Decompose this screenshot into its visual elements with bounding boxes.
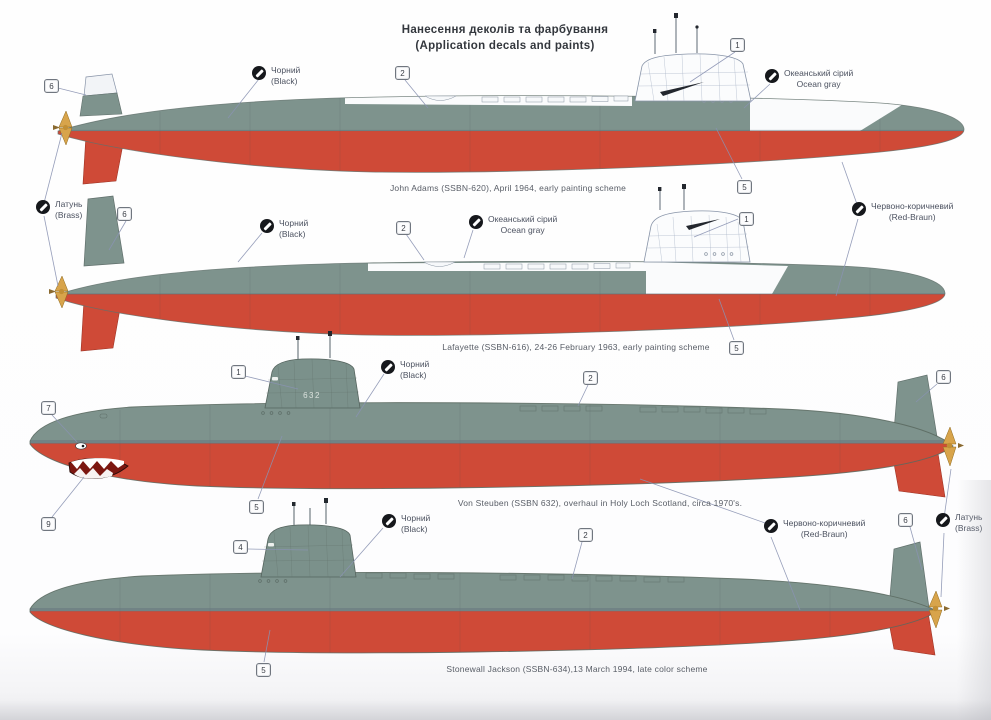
paint-brush-icon bbox=[936, 513, 950, 527]
mast-tip bbox=[682, 184, 686, 189]
submarine-profile-von-steuben: 632 bbox=[29, 331, 964, 498]
sail bbox=[260, 524, 357, 578]
paint-label-red-braun-2: Червоно-коричневий(Red-Braun) bbox=[764, 518, 865, 539]
mast-tip bbox=[658, 187, 662, 191]
callout-1: 1 bbox=[739, 212, 754, 226]
paint-brush-icon bbox=[852, 202, 866, 216]
missile-hatches bbox=[519, 405, 767, 415]
limber-holes bbox=[261, 411, 291, 415]
callout-2: 2 bbox=[395, 66, 410, 80]
callout-6: 6 bbox=[936, 370, 951, 384]
mast-tip bbox=[324, 498, 328, 503]
callout-1: 1 bbox=[231, 365, 246, 379]
callout-5: 5 bbox=[249, 500, 264, 514]
paint-label-brass-2: Латунь(Brass) bbox=[936, 512, 982, 533]
page-title-uk: Нанесення деколів та фарбування bbox=[401, 24, 609, 36]
callout-5: 5 bbox=[737, 180, 752, 194]
tail-fin-white-tip bbox=[83, 73, 118, 97]
mast-tip bbox=[292, 502, 296, 506]
sail-decal-arrow bbox=[686, 219, 720, 230]
scheme-caption-3: Von Steuben (SSBN 632), overhaul in Holy… bbox=[457, 498, 743, 508]
shark-mouth bbox=[68, 458, 129, 480]
paint-brush-icon bbox=[382, 514, 396, 528]
hull-outline bbox=[55, 260, 946, 336]
eye-decal bbox=[75, 442, 87, 450]
mast-tip bbox=[328, 331, 332, 336]
sail bbox=[643, 210, 751, 263]
sail bbox=[264, 358, 361, 409]
page-title: Нанесення деколів та фарбування (Applica… bbox=[290, 22, 720, 54]
submarine-profile-lafayette bbox=[49, 184, 946, 352]
paint-label-black-1: Чорний(Black) bbox=[252, 65, 300, 86]
sail-decal-arrow bbox=[660, 82, 704, 96]
hull-outline bbox=[57, 95, 965, 173]
scan-edge-right bbox=[957, 480, 991, 720]
propeller bbox=[942, 426, 964, 467]
sail-hull-number: 632 bbox=[303, 391, 321, 400]
sail-window bbox=[272, 377, 278, 381]
hull-outline bbox=[29, 402, 954, 490]
callout-4: 4 bbox=[233, 540, 248, 554]
callout-9: 9 bbox=[41, 517, 56, 531]
paint-brush-icon bbox=[765, 69, 779, 83]
paint-brush-icon bbox=[764, 519, 778, 533]
paint-label-black-2: Чорний(Black) bbox=[260, 218, 308, 239]
tail-fin bbox=[83, 195, 125, 267]
paint-brush-icon bbox=[36, 200, 50, 214]
missile-hatches bbox=[424, 95, 629, 103]
scheme-caption-4: Stonewall Jackson (SSBN-634),13 March 19… bbox=[446, 664, 708, 674]
callout-2: 2 bbox=[396, 221, 411, 235]
tail-fin bbox=[79, 92, 123, 117]
mast-tip bbox=[296, 336, 300, 340]
callout-5: 5 bbox=[729, 341, 744, 355]
paint-brush-icon bbox=[260, 219, 274, 233]
mast-tip bbox=[653, 29, 657, 33]
deck-fitting bbox=[99, 413, 108, 419]
callout-6: 6 bbox=[44, 79, 59, 93]
callout-7: 7 bbox=[41, 401, 56, 415]
masts bbox=[297, 331, 331, 359]
mast-tip bbox=[674, 13, 678, 18]
callout-2: 2 bbox=[583, 371, 598, 385]
paint-label-red-braun-1: Червоно-коричневий(Red-Braun) bbox=[852, 201, 953, 222]
limber-holes bbox=[258, 579, 288, 583]
paint-brush-icon bbox=[252, 66, 266, 80]
sail-window bbox=[268, 543, 274, 547]
callout-5: 5 bbox=[256, 663, 271, 677]
callout-2: 2 bbox=[578, 528, 593, 542]
masts bbox=[654, 13, 698, 54]
scheme-caption-1: John Adams (SSBN-620), April 1964, early… bbox=[389, 183, 627, 193]
paint-brush-icon bbox=[469, 215, 483, 229]
callout-1: 1 bbox=[730, 38, 745, 52]
paint-label-brass-1: Латунь(Brass) bbox=[36, 199, 82, 220]
limber-holes bbox=[704, 252, 734, 256]
sail bbox=[634, 53, 752, 102]
mast-tip bbox=[695, 25, 699, 29]
sail-grid bbox=[637, 53, 751, 102]
propeller bbox=[53, 110, 73, 146]
sail-grid bbox=[265, 358, 360, 409]
paint-brush-icon bbox=[381, 360, 395, 374]
callout-6: 6 bbox=[898, 513, 913, 527]
scan-edge-bottom bbox=[0, 700, 991, 720]
paint-label-black-4: Чорний(Black) bbox=[382, 513, 430, 534]
page-title-en: (Application decals and paints) bbox=[415, 40, 595, 53]
sail-grid bbox=[261, 524, 356, 578]
propeller bbox=[49, 275, 69, 309]
leader-lines bbox=[43, 51, 952, 663]
propeller bbox=[928, 590, 950, 629]
masts bbox=[293, 498, 327, 525]
callout-6: 6 bbox=[117, 207, 132, 221]
paint-label-black-3: Чорний(Black) bbox=[381, 359, 429, 380]
missile-hatches bbox=[423, 261, 631, 270]
scheme-caption-2: Lafayette (SSBN-616), 24-26 February 196… bbox=[442, 342, 710, 352]
missile-hatches bbox=[365, 572, 685, 583]
